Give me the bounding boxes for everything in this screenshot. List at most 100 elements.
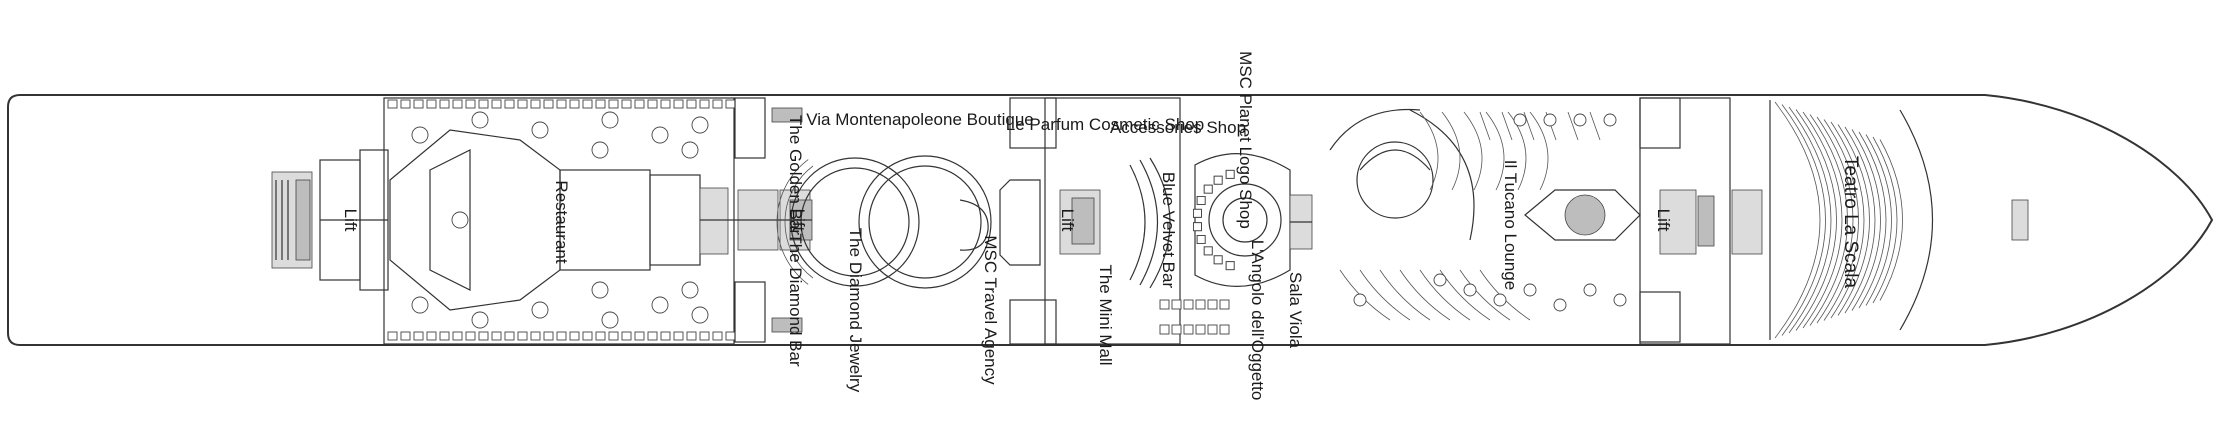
bar-seat [1207, 299, 1218, 310]
restaurant-seat [582, 331, 593, 341]
label-the-mini-mall: The Mini Mall [1096, 264, 1115, 365]
lounge-arc [1463, 111, 1483, 191]
restaurant-table [411, 126, 429, 144]
restaurant-table [681, 141, 699, 159]
restaurant-seat [647, 99, 658, 109]
restaurant-seat [595, 331, 606, 341]
bar-seat [1171, 324, 1182, 335]
bar-seat [1225, 169, 1235, 179]
blue-velvet-bar-area [1159, 153, 1313, 335]
label-lift-aft: Lift [341, 209, 360, 232]
label-blue-velvet-bar: Blue Velvet Bar [1159, 172, 1178, 289]
restaurant-seat [465, 99, 476, 109]
restaurant-seat [621, 99, 632, 109]
bar-seat [1193, 208, 1202, 218]
lounge-arc [1459, 269, 1511, 321]
restaurant-table [531, 301, 549, 319]
restaurant-seat [556, 331, 567, 341]
lounge-table [1553, 298, 1567, 312]
lounge-arc [1501, 111, 1513, 141]
restaurant-seat [439, 331, 450, 341]
label-lift-fwd: Lift [1654, 209, 1673, 232]
restaurant-seat [413, 99, 424, 109]
bar-seat [1196, 196, 1206, 205]
restaurant-table [451, 211, 469, 229]
lounge-table [1573, 113, 1587, 127]
restaurant-seat [543, 331, 554, 341]
restaurant-seat [491, 99, 502, 109]
restaurant-seat [517, 331, 528, 341]
lounge-table [1523, 283, 1537, 297]
restaurant-table [531, 121, 549, 139]
restaurant-seat [725, 331, 736, 341]
forward-lift-block [1639, 97, 1763, 345]
theatre-row [1844, 126, 1876, 314]
lounge-table [1583, 283, 1597, 297]
label-le-parfum: Le Parfum Cosmetic Shop [1006, 115, 1204, 134]
bar-seat [1171, 299, 1182, 310]
label-via-montenapoleone: Via Montenapoleone Boutique [806, 110, 1033, 129]
label-accessories-shop: Accessories Shop [1110, 118, 1246, 137]
label-restaurant: Restaurant [552, 180, 571, 263]
restaurant-seat [569, 331, 580, 341]
restaurant-seat [647, 331, 658, 341]
theatre-row [1837, 124, 1870, 316]
theatre-row [1830, 121, 1865, 319]
restaurant-seat [543, 99, 554, 109]
lounge-arc [1441, 111, 1461, 191]
restaurant-seat [699, 331, 710, 341]
restaurant-seat [686, 99, 697, 109]
lounge-arc [1359, 269, 1411, 321]
restaurant-table [601, 111, 619, 129]
label-msc-travel-agency: MSC Travel Agency [981, 235, 1000, 385]
lounge-table [1613, 293, 1627, 307]
restaurant-table [471, 111, 489, 129]
restaurant-seat [387, 331, 398, 341]
restaurant-seat [413, 331, 424, 341]
restaurant-seat [452, 331, 463, 341]
restaurant-seat [673, 331, 684, 341]
lounge-arc [1589, 111, 1601, 141]
lounge-arc [1419, 269, 1471, 321]
bar-seat [1195, 324, 1206, 335]
theatre-row [1802, 111, 1843, 329]
bar-seat [1159, 299, 1170, 310]
restaurant-seat [517, 99, 528, 109]
restaurant-seat [387, 99, 398, 109]
restaurant-table [651, 296, 669, 314]
restaurant-seat [608, 99, 619, 109]
restaurant-seat [712, 99, 723, 109]
lounge-table [1353, 293, 1367, 307]
restaurant-seat [465, 331, 476, 341]
restaurant-table [691, 116, 709, 134]
restaurant-seat [712, 331, 723, 341]
label-diamond-jewelry: The Diamond Jewelry [846, 228, 865, 393]
restaurant-seat [595, 99, 606, 109]
theatre-row [1851, 129, 1881, 311]
central-lift-block-2 [1044, 97, 1181, 345]
restaurant-seat [686, 331, 697, 341]
theatre-row [1823, 119, 1859, 321]
theatre-row [1795, 109, 1837, 331]
il-tucano-lounge-area [1329, 108, 1641, 321]
bar-seat [1213, 175, 1223, 185]
gallery-arc [784, 165, 814, 279]
lounge-arc [1507, 111, 1527, 191]
restaurant-table [681, 281, 699, 299]
restaurant-seat [608, 331, 619, 341]
restaurant-seat [478, 331, 489, 341]
restaurant-seat [478, 99, 489, 109]
theatre-row [1879, 139, 1903, 301]
bar-seat [1193, 222, 1202, 232]
shopping-gallery [776, 97, 1057, 345]
theatre-row [1788, 106, 1832, 334]
restaurant-seat [491, 331, 502, 341]
lounge-arc [1379, 269, 1431, 321]
lounge-arc [1567, 111, 1579, 141]
lounge-arc [1523, 111, 1535, 141]
lounge-arc [1399, 269, 1451, 321]
restaurant-table [591, 141, 609, 159]
lounge-table [1493, 293, 1507, 307]
restaurant-seat [530, 99, 541, 109]
